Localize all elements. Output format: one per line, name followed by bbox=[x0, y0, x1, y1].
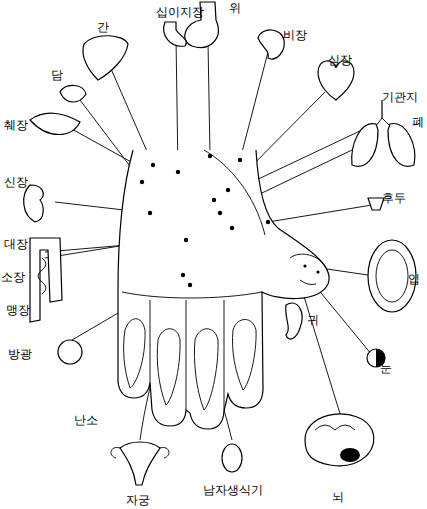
ear-sketch bbox=[286, 303, 302, 339]
organ-label: 췌장 bbox=[4, 119, 28, 131]
hand-outline bbox=[118, 150, 329, 429]
organ-label: 간 bbox=[97, 21, 109, 33]
leader-line bbox=[108, 62, 153, 165]
face-eye bbox=[316, 270, 319, 273]
organ-label: 입 bbox=[408, 273, 420, 285]
brain-fold bbox=[315, 425, 355, 430]
organ-label: 기관지 bbox=[382, 91, 418, 103]
spleen-sketch bbox=[258, 30, 284, 59]
organ-label: 후두 bbox=[382, 192, 406, 204]
pancreas-sketch bbox=[30, 113, 80, 134]
duodenum-sketch bbox=[164, 22, 187, 46]
kidney-sketch bbox=[24, 185, 44, 222]
organ-label: 담 bbox=[51, 69, 63, 81]
reflex-point bbox=[176, 170, 180, 174]
intestine-sketch bbox=[30, 238, 62, 322]
leader-lines bbox=[45, 38, 372, 440]
leader-line bbox=[240, 52, 268, 160]
organ-label: 대장 bbox=[4, 238, 28, 250]
gallbladder-sketch bbox=[60, 85, 86, 102]
organ-label: 난소 bbox=[74, 414, 98, 426]
ovary-sketch bbox=[111, 447, 169, 458]
reflex-point bbox=[181, 273, 185, 277]
organ-label: 맹장 bbox=[6, 304, 30, 316]
organ-label: 남자생식기 bbox=[203, 484, 263, 496]
reflex-point bbox=[226, 188, 230, 192]
organ-label: 귀 bbox=[307, 314, 319, 326]
leader-line bbox=[268, 205, 372, 222]
reflex-points bbox=[140, 154, 270, 287]
organ-label: 심장 bbox=[328, 54, 352, 66]
heart-sketch bbox=[318, 61, 354, 100]
mouth-inner bbox=[376, 250, 408, 302]
reflex-point bbox=[208, 154, 212, 158]
uterus-sketch bbox=[120, 442, 160, 485]
reflex-point bbox=[238, 158, 242, 162]
organ-label: 뇌 bbox=[332, 491, 344, 503]
foot-sketch bbox=[157, 329, 180, 405]
organ-label: 십이지장 bbox=[156, 6, 204, 18]
leader-line bbox=[312, 282, 372, 355]
foot-sketch bbox=[194, 329, 218, 410]
lung-sketch bbox=[352, 100, 415, 166]
organ-label: 폐 bbox=[412, 116, 424, 128]
foot-sketch bbox=[124, 319, 145, 388]
reflex-point bbox=[151, 163, 155, 167]
organ-label: 위 bbox=[229, 2, 241, 14]
reflex-point bbox=[266, 220, 270, 224]
small-intestine-sketch bbox=[38, 258, 46, 294]
reflex-point bbox=[212, 198, 216, 202]
brain-region bbox=[340, 448, 360, 462]
bladder-sketch bbox=[58, 340, 82, 364]
organ-label: 자궁 bbox=[126, 494, 150, 506]
brain-sketch bbox=[305, 414, 374, 466]
organ-label: 방광 bbox=[8, 348, 32, 360]
organ-label: 소장 bbox=[1, 271, 25, 283]
thenar-line bbox=[204, 150, 265, 235]
reflex-point bbox=[218, 211, 222, 215]
testis-sketch bbox=[222, 444, 242, 472]
face-eye bbox=[303, 264, 306, 267]
leader-line bbox=[302, 290, 345, 430]
reflex-point bbox=[140, 180, 144, 184]
leader-line bbox=[208, 42, 210, 156]
finger-line bbox=[150, 300, 224, 411]
reflex-point bbox=[188, 283, 192, 287]
foot-sketch bbox=[232, 320, 256, 391]
face-hair bbox=[290, 254, 326, 268]
reflex-point bbox=[184, 238, 188, 242]
organ-label: 비장 bbox=[283, 29, 307, 41]
bronchus-sketch bbox=[376, 118, 390, 126]
palm-crease bbox=[122, 292, 262, 298]
face-mouth bbox=[300, 280, 316, 285]
organ-label: 신장 bbox=[4, 176, 28, 188]
reflex-point bbox=[230, 226, 234, 230]
larynx-sketch bbox=[368, 198, 384, 210]
reflex-point bbox=[148, 211, 152, 215]
organ-label: 눈 bbox=[380, 362, 392, 374]
liver-sketch bbox=[83, 36, 128, 80]
